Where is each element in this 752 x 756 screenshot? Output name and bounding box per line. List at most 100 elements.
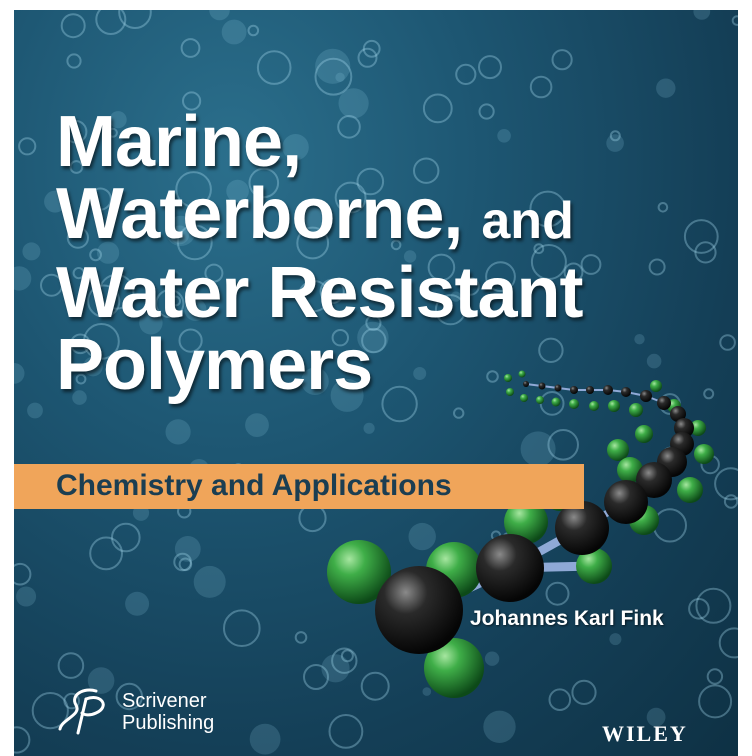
green-atom <box>589 401 599 411</box>
black-atom <box>555 501 609 555</box>
bubble <box>485 261 516 293</box>
black-atom <box>657 396 671 410</box>
bubble <box>357 47 378 68</box>
bubble <box>209 10 230 21</box>
green-atom <box>650 380 662 392</box>
bubble <box>356 167 385 196</box>
bubble <box>175 171 212 208</box>
bubble <box>390 239 402 251</box>
bubble <box>334 181 367 214</box>
bubble <box>221 19 247 45</box>
bubble <box>694 241 717 264</box>
bubble <box>478 55 502 80</box>
black-atom <box>640 390 652 402</box>
bubble <box>434 294 467 326</box>
imprint-line-2: Publishing <box>122 712 215 734</box>
bubble <box>609 130 621 142</box>
black-atom <box>570 386 578 394</box>
bubble <box>31 692 69 730</box>
bubble <box>16 586 37 607</box>
bubble <box>360 671 390 701</box>
book-cover: Marine, Waterborne, and Water Resistant … <box>14 10 738 756</box>
bubble <box>14 726 31 754</box>
green-atom <box>635 425 653 443</box>
bubble <box>656 78 676 98</box>
bubble <box>193 565 226 598</box>
bubble <box>22 242 41 261</box>
bubble <box>719 334 736 351</box>
bubble <box>483 710 516 743</box>
bubble <box>111 522 141 553</box>
black-atom <box>586 386 594 394</box>
green-atom <box>677 477 703 503</box>
book-subtitle: Chemistry and Applications <box>56 469 452 502</box>
bubble <box>294 631 308 644</box>
bubble <box>315 48 351 84</box>
bubble <box>223 609 261 648</box>
bubble <box>646 707 666 727</box>
bubble <box>75 373 87 385</box>
bubble <box>57 652 85 679</box>
bubble <box>486 370 499 383</box>
bubble <box>155 289 185 319</box>
bubble <box>83 356 103 377</box>
bubble <box>497 129 511 143</box>
bubble <box>427 253 456 282</box>
bubble <box>335 72 345 82</box>
bubble <box>357 321 389 354</box>
bubble <box>44 190 67 213</box>
bubble <box>226 179 249 203</box>
imprint-name: Scrivener Publishing <box>122 690 214 734</box>
bubble <box>606 134 624 152</box>
bubble <box>40 273 63 297</box>
bubble <box>683 219 719 254</box>
title-line-3: Water Resistant <box>56 253 583 333</box>
green-atom <box>569 399 579 409</box>
bubble <box>303 664 329 690</box>
green-atom <box>504 374 512 382</box>
bubble <box>14 266 32 291</box>
bubble <box>731 15 738 26</box>
black-atom <box>670 406 686 422</box>
green-atom <box>327 540 391 604</box>
bubble <box>422 93 453 124</box>
bubble <box>60 13 86 39</box>
green-atom <box>520 394 528 402</box>
bubble <box>609 633 622 646</box>
bubble <box>165 215 196 246</box>
bubble <box>413 157 440 184</box>
bubble <box>247 24 260 37</box>
scrivener-sp-logo-icon <box>58 688 105 735</box>
bubble <box>413 367 427 380</box>
green-atom <box>518 370 526 378</box>
bubble <box>109 111 127 129</box>
bubble <box>118 10 152 29</box>
bubble <box>69 160 84 174</box>
bubble <box>571 679 597 706</box>
subtitle-bar <box>14 464 584 509</box>
bubble <box>296 207 327 238</box>
bubble <box>66 53 82 69</box>
black-atom <box>604 480 648 524</box>
black-atom <box>636 462 672 498</box>
bubble <box>95 10 127 35</box>
bubble <box>365 314 382 331</box>
black-atom <box>476 534 544 602</box>
black-atom <box>603 385 613 395</box>
bubble <box>176 224 213 261</box>
bubble <box>657 202 669 213</box>
bubble <box>88 187 112 211</box>
green-atom <box>629 403 643 417</box>
black-atom <box>621 387 631 397</box>
bubble <box>381 385 418 423</box>
black-atom <box>554 384 562 392</box>
bubble <box>204 263 224 283</box>
green-atom <box>607 439 629 461</box>
bubble <box>107 127 118 138</box>
bubble <box>66 226 90 249</box>
bubble <box>182 91 202 111</box>
bubble <box>331 329 349 347</box>
bubble <box>321 654 350 683</box>
bubble <box>297 280 330 313</box>
title-line-2-main: Waterborne, <box>56 174 463 254</box>
